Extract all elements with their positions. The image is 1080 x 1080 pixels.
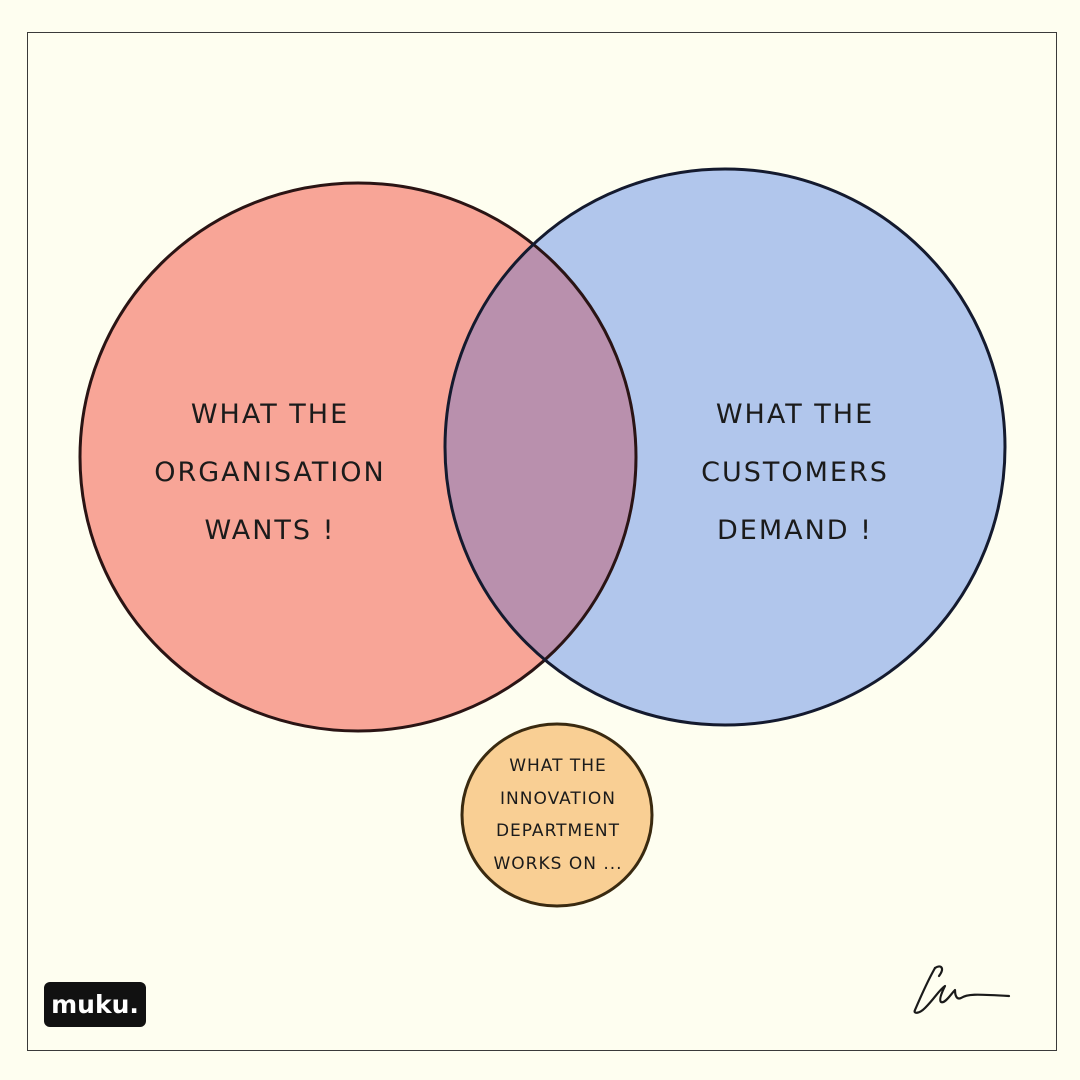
- organisation-label-line: WANTS !: [204, 515, 336, 546]
- picture-frame: [27, 32, 1057, 1051]
- organisation-label-line: WHAT THE: [190, 399, 350, 430]
- organisation-label: WHAT THE ORGANISATION WANTS !: [120, 386, 420, 560]
- muku-logo-icon: muku.: [44, 982, 146, 1027]
- innovation-label-line: WORKS ON ...: [493, 853, 623, 874]
- customers-label: WHAT THE CUSTOMERS DEMAND !: [645, 386, 945, 560]
- innovation-label: WHAT THE INNOVATION DEPARTMENT WORKS ON …: [468, 750, 648, 880]
- innovation-label-line: WHAT THE: [509, 756, 607, 776]
- customers-label-line: CUSTOMERS: [701, 457, 889, 488]
- overlap-region: [445, 183, 636, 725]
- signature-icon: [913, 965, 1011, 1014]
- customers-label-line: WHAT THE: [715, 399, 875, 430]
- organisation-circle-outline: [78, 181, 638, 733]
- customers-circle-outline: [443, 167, 1007, 727]
- organisation-label-line: ORGANISATION: [154, 457, 386, 488]
- customers-label-line: DEMAND !: [716, 515, 873, 546]
- innovation-circle: [460, 722, 654, 908]
- innovation-label-line: INNOVATION: [500, 788, 616, 809]
- innovation-label-line: DEPARTMENT: [495, 821, 621, 841]
